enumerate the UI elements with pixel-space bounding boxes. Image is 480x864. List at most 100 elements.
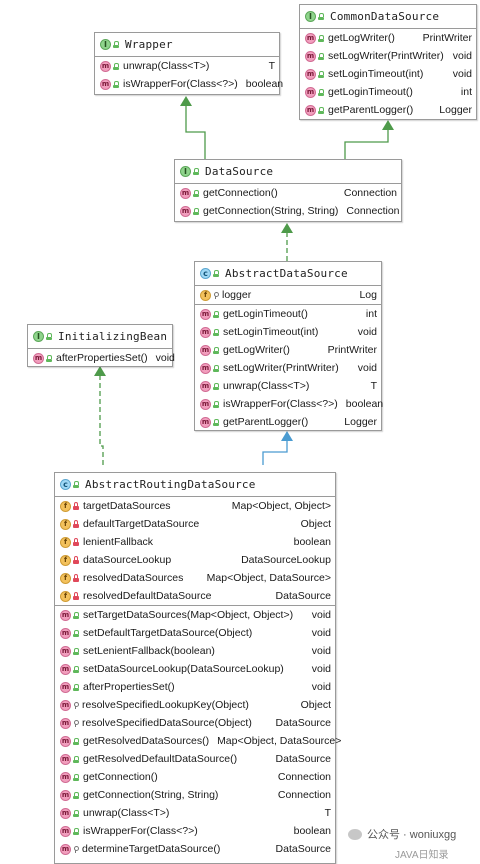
field-name: resolvedDataSources [83,572,184,584]
extends-abstract-arrow [281,431,293,441]
public-access-icon [213,310,219,318]
method-icon: m [305,68,316,80]
method-icon: m [305,104,316,116]
extends-wrapper-line [185,106,206,159]
method-type: PrintWriter [327,344,377,356]
field-type: DataSource [275,590,331,602]
field-icon: f [60,590,71,602]
method-type: boolean [293,825,331,837]
interface-icon: I [100,39,111,50]
extends-abstract-line [262,441,288,465]
protected-access-icon [73,845,79,853]
method-row[interactable]: m getParentLogger() Logger [300,101,476,119]
method-name: unwrap(Class<T>) [123,60,210,72]
method-name: setDefaultTargetDataSource(Object) [83,627,253,639]
method-name: setLoginTimeout(int) [328,68,424,80]
method-type: void [155,352,175,364]
method-icon: m [60,825,71,837]
public-access-icon [113,80,119,88]
method-name: getConnection() [203,187,278,199]
method-type: DataSource [275,753,331,765]
extends-common-arrow [382,120,394,130]
interface-icon: I [305,11,316,22]
public-access-icon [193,207,199,215]
method-icon: m [60,771,71,783]
watermark-sub: JAVA日知录 [395,850,449,861]
private-access-icon [73,573,79,582]
method-row[interactable]: m unwrap(Class<T>) T [95,57,279,75]
public-access-icon [113,41,119,48]
method-type: Connection [343,187,397,199]
public-access-icon [213,382,219,390]
method-name: getParentLogger() [328,104,414,116]
method-type: int [365,308,377,320]
method-icon: m [200,416,211,428]
field-name: lenientFallback [83,536,154,548]
method-icon: m [60,735,71,747]
field-name: defaultTargetDataSource [83,518,200,530]
method-name: getLogWriter() [223,344,290,356]
private-access-icon [73,555,79,564]
method-icon: m [60,789,71,801]
method-type: int [460,86,472,98]
method-type: boolean [245,78,284,90]
method-type: Logger [439,104,472,116]
public-access-icon [213,400,219,408]
method-row[interactable]: m isWrapperFor(Class<?>) boolean [55,822,335,840]
method-name: getConnection() [83,771,158,783]
method-name: isWrapperFor(Class<?>) [83,825,198,837]
extends-wrapper-arrow [180,96,192,106]
public-access-icon [73,773,79,781]
method-type: T [324,807,331,819]
public-access-icon [73,611,79,619]
field-type: Log [359,289,377,301]
method-type: void [311,681,331,693]
method-name: setLoginTimeout(int) [223,326,319,338]
method-name: afterPropertiesSet() [56,352,148,364]
method-row[interactable]: m isWrapperFor(Class<?>) boolean [95,75,283,93]
method-name: getConnection(String, String) [203,205,339,217]
wrapper-interface-box[interactable]: I Wrapper m unwrap(Class<T>) T m isWrapp… [94,32,283,95]
method-name: setLogWriter(PrintWriter) [223,362,339,374]
